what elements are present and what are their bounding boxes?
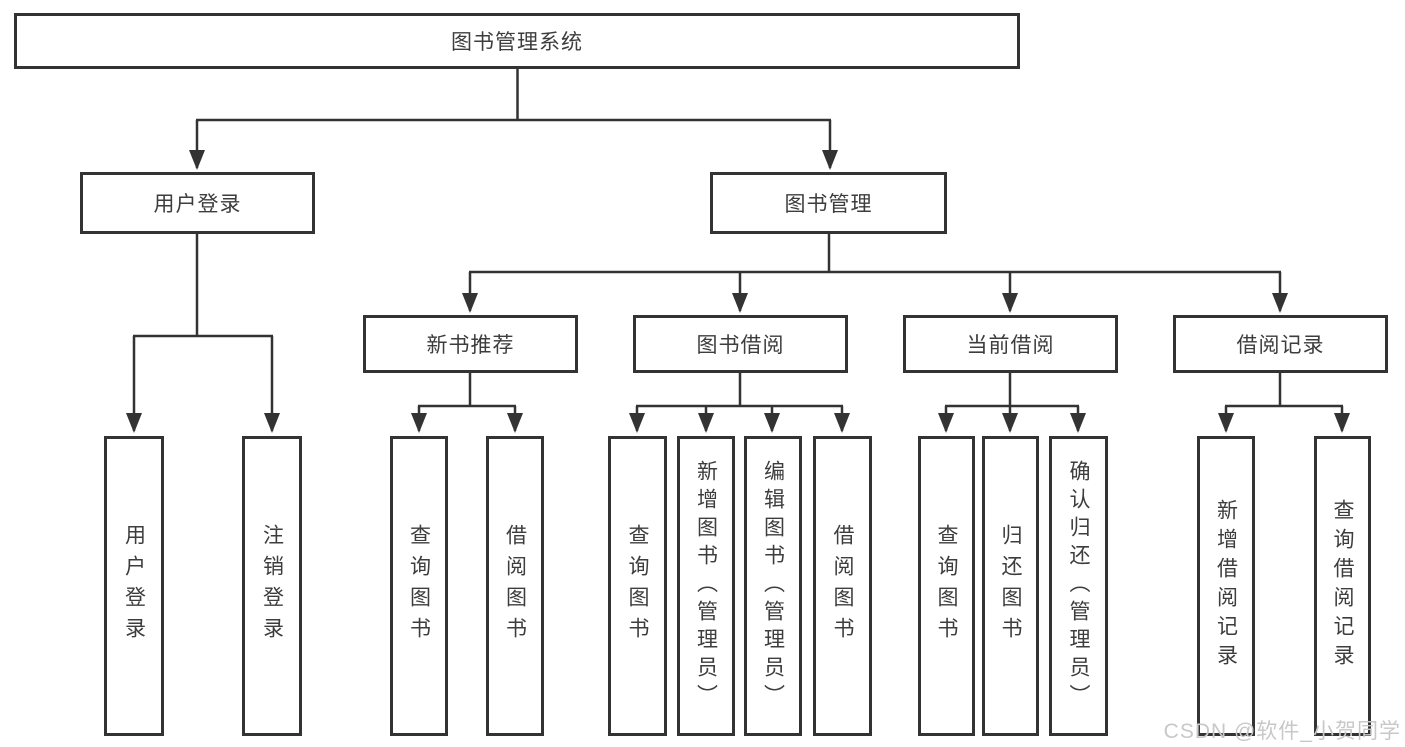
leaf-user-login: 用户登录 xyxy=(104,436,164,736)
leaf-query-borrow-record: 查询借阅记录 xyxy=(1314,436,1371,736)
node-label: 借阅图书 xyxy=(831,524,854,648)
node-label: 图书管理 xyxy=(784,193,873,216)
node-label: 注销登录 xyxy=(260,524,284,648)
node-label: 查询图书 xyxy=(407,524,431,648)
leaf-query-books-1: 查询图书 xyxy=(390,436,448,736)
node-label: 新增借阅记录 xyxy=(1214,499,1238,673)
node-new-book-recommend: 新书推荐 xyxy=(363,315,578,373)
node-label: 查询图书 xyxy=(935,524,958,648)
leaf-return-books: 归还图书 xyxy=(982,436,1039,736)
node-library-management-system: 图书管理系统 xyxy=(14,13,1020,69)
leaf-logout: 注销登录 xyxy=(242,436,302,736)
leaf-add-borrow-record: 新增借阅记录 xyxy=(1197,436,1255,736)
node-label: 编辑图书（管理员） xyxy=(761,460,785,712)
node-label: 新增图书（管理员） xyxy=(694,460,718,712)
leaf-query-books-3: 查询图书 xyxy=(918,436,975,736)
node-label: 图书管理系统 xyxy=(451,31,583,54)
node-user-login: 用户登录 xyxy=(80,172,315,234)
leaf-edit-books-admin: 编辑图书（管理员） xyxy=(744,436,802,736)
node-label: 借阅记录 xyxy=(1236,334,1325,357)
node-label: 图书借阅 xyxy=(696,334,785,357)
node-label: 查询图书 xyxy=(626,524,649,648)
leaf-add-books-admin: 新增图书（管理员） xyxy=(677,436,735,736)
node-label: 确认归还（管理员） xyxy=(1067,460,1090,712)
leaf-borrow-books-2: 借阅图书 xyxy=(813,436,872,736)
node-label: 借阅图书 xyxy=(503,524,527,648)
node-book-borrow: 图书借阅 xyxy=(633,315,848,373)
node-current-borrow: 当前借阅 xyxy=(903,315,1118,373)
node-label: 用户登录 xyxy=(122,524,146,648)
node-book-management: 图书管理 xyxy=(710,172,947,234)
leaf-query-books-2: 查询图书 xyxy=(608,436,667,736)
node-label: 新书推荐 xyxy=(426,334,515,357)
node-borrow-records: 借阅记录 xyxy=(1173,315,1388,373)
node-label: 当前借阅 xyxy=(966,334,1055,357)
watermark: CSDN @软件_小贺同学 xyxy=(1163,720,1401,743)
leaf-borrow-books-1: 借阅图书 xyxy=(486,436,544,736)
leaf-confirm-return-admin: 确认归还（管理员） xyxy=(1049,436,1108,736)
node-label: 用户登录 xyxy=(153,193,242,216)
node-label: 归还图书 xyxy=(999,524,1022,648)
node-label: 查询借阅记录 xyxy=(1331,499,1354,673)
